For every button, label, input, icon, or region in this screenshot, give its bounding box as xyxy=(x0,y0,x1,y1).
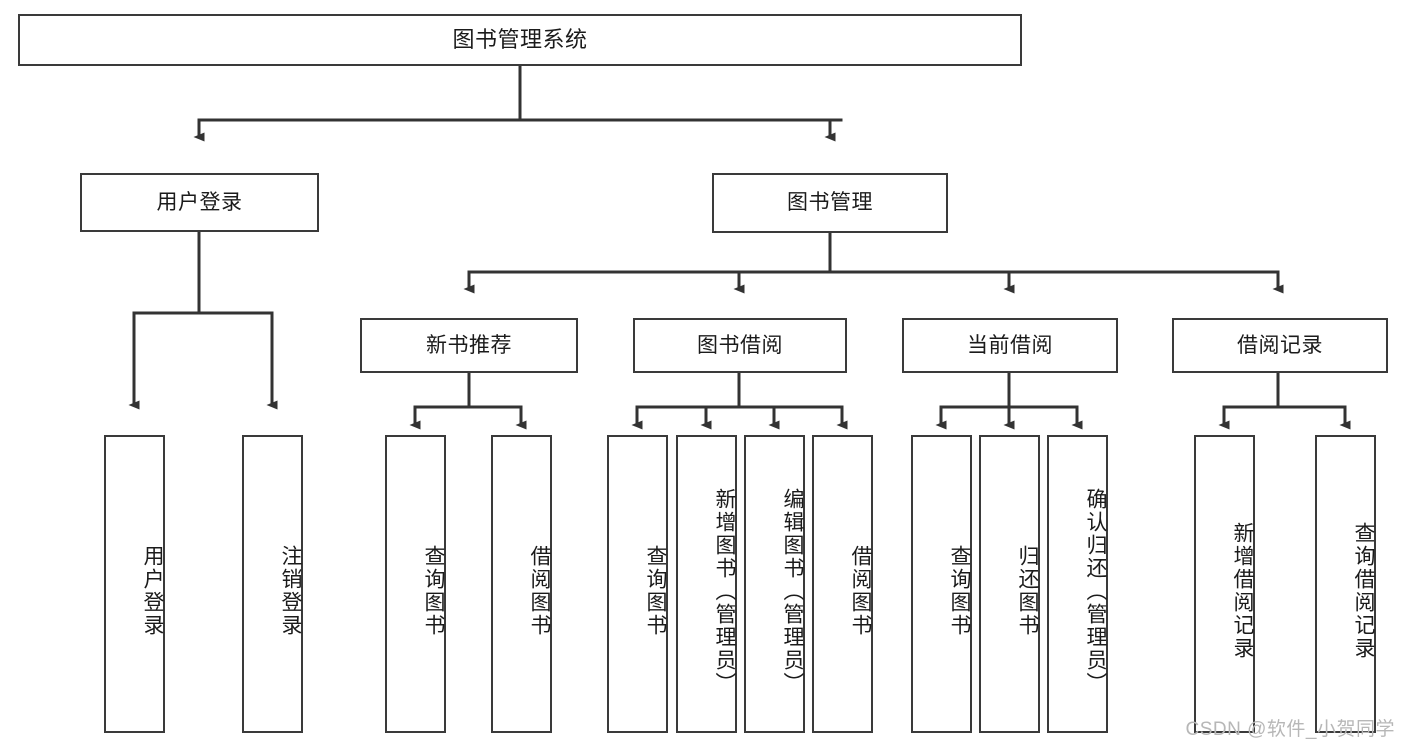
leaf-confirm-return-admin[interactable]: 确认归还（管理员） xyxy=(1047,435,1108,733)
leaf-add-book-admin[interactable]: 新增图书（管理员） xyxy=(676,435,737,733)
node-label: 编辑图书（管理员） xyxy=(781,487,804,695)
node-current-borrow[interactable]: 当前借阅 xyxy=(902,318,1118,373)
node-label: 借阅图书 xyxy=(849,545,872,637)
node-borrow-record[interactable]: 借阅记录 xyxy=(1172,318,1388,373)
node-label: 新书推荐 xyxy=(426,333,512,357)
node-label: 图书管理系统 xyxy=(452,26,588,52)
node-label: 确认归还（管理员） xyxy=(1084,487,1107,695)
leaf-borrow-book-recommend[interactable]: 借阅图书 xyxy=(491,435,552,733)
node-root-system[interactable]: 图书管理系统 xyxy=(18,14,1022,66)
node-new-book-recommend[interactable]: 新书推荐 xyxy=(360,318,578,373)
leaf-return-book[interactable]: 归还图书 xyxy=(979,435,1040,733)
node-label: 图书借阅 xyxy=(697,333,783,357)
node-label: 查询借阅记录 xyxy=(1352,522,1375,660)
leaf-query-book-current[interactable]: 查询图书 xyxy=(911,435,972,733)
watermark-text: CSDN @软件_小贺同学 xyxy=(1185,719,1395,740)
node-label: 注销登录 xyxy=(279,545,302,637)
leaf-edit-book-admin[interactable]: 编辑图书（管理员） xyxy=(744,435,805,733)
node-book-manage[interactable]: 图书管理 xyxy=(712,173,948,233)
node-label: 借阅图书 xyxy=(528,545,551,637)
node-label: 新增借阅记录 xyxy=(1231,522,1254,660)
node-label: 当前借阅 xyxy=(967,333,1053,357)
node-label: 查询图书 xyxy=(422,545,445,637)
node-book-borrow[interactable]: 图书借阅 xyxy=(633,318,847,373)
node-user-login[interactable]: 用户登录 xyxy=(80,173,319,232)
leaf-logout[interactable]: 注销登录 xyxy=(242,435,303,733)
node-label: 用户登录 xyxy=(141,545,164,637)
node-label: 借阅记录 xyxy=(1237,333,1323,357)
node-label: 查询图书 xyxy=(644,545,667,637)
leaf-query-borrow-record[interactable]: 查询借阅记录 xyxy=(1315,435,1376,733)
leaf-borrow-book[interactable]: 借阅图书 xyxy=(812,435,873,733)
leaf-query-book-borrow[interactable]: 查询图书 xyxy=(607,435,668,733)
node-label: 归还图书 xyxy=(1016,545,1039,637)
leaf-query-book-recommend[interactable]: 查询图书 xyxy=(385,435,446,733)
node-label: 图书管理 xyxy=(787,191,873,215)
node-label: 查询图书 xyxy=(948,545,971,637)
leaf-add-borrow-record[interactable]: 新增借阅记录 xyxy=(1194,435,1255,733)
leaf-user-login[interactable]: 用户登录 xyxy=(104,435,165,733)
node-label: 新增图书（管理员） xyxy=(713,487,736,695)
node-label: 用户登录 xyxy=(156,190,243,214)
